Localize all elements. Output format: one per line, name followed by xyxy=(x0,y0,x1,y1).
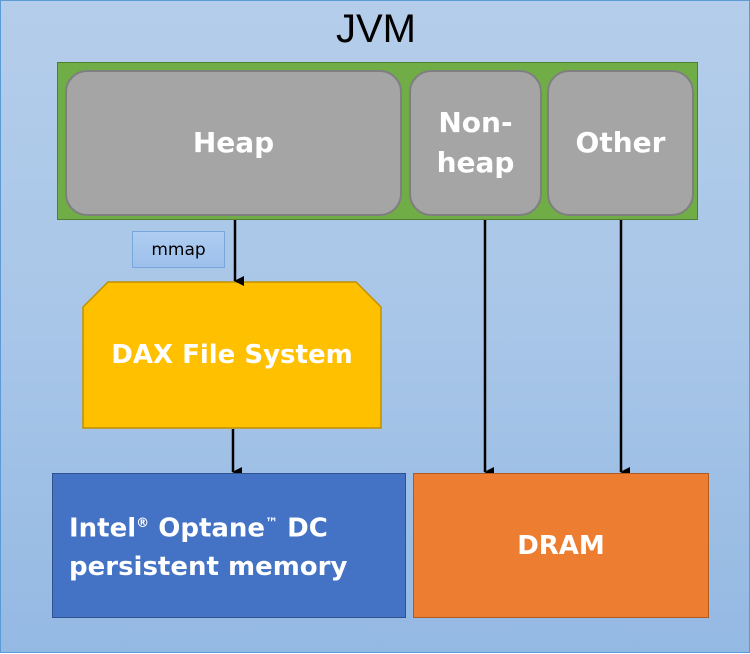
optane-label-line1: Intel® Optane™ DC xyxy=(69,505,405,548)
dax-shape xyxy=(82,281,382,429)
dram-box: DRAM xyxy=(413,473,709,618)
optane-memory-box: Intel® Optane™ DC persistent memory xyxy=(52,473,406,618)
heap-region: Heap xyxy=(65,70,402,216)
dax-file-system: DAX File System xyxy=(83,282,381,428)
heap-label: Heap xyxy=(192,126,275,159)
dram-label: DRAM xyxy=(517,530,605,561)
trademark-mark: ™ xyxy=(265,516,279,532)
dax-label: DAX File System xyxy=(111,340,353,370)
optane-label-line2: persistent memory xyxy=(69,551,348,582)
diagram-title: JVM xyxy=(336,7,416,51)
nonheap-label-line1: Non- xyxy=(438,106,513,139)
optane-text-optane: Optane xyxy=(149,513,266,544)
mmap-label-box: mmap xyxy=(132,231,225,268)
optane-text-intel: Intel xyxy=(69,513,137,544)
registered-mark: ® xyxy=(136,516,150,532)
other-label: Other xyxy=(575,126,666,159)
nonheap-label-line2: heap xyxy=(436,146,515,179)
optane-text-dc: DC xyxy=(278,513,328,544)
mmap-label: mmap xyxy=(151,239,206,260)
nonheap-region: Non- heap xyxy=(409,70,542,216)
other-region: Other xyxy=(547,70,694,216)
